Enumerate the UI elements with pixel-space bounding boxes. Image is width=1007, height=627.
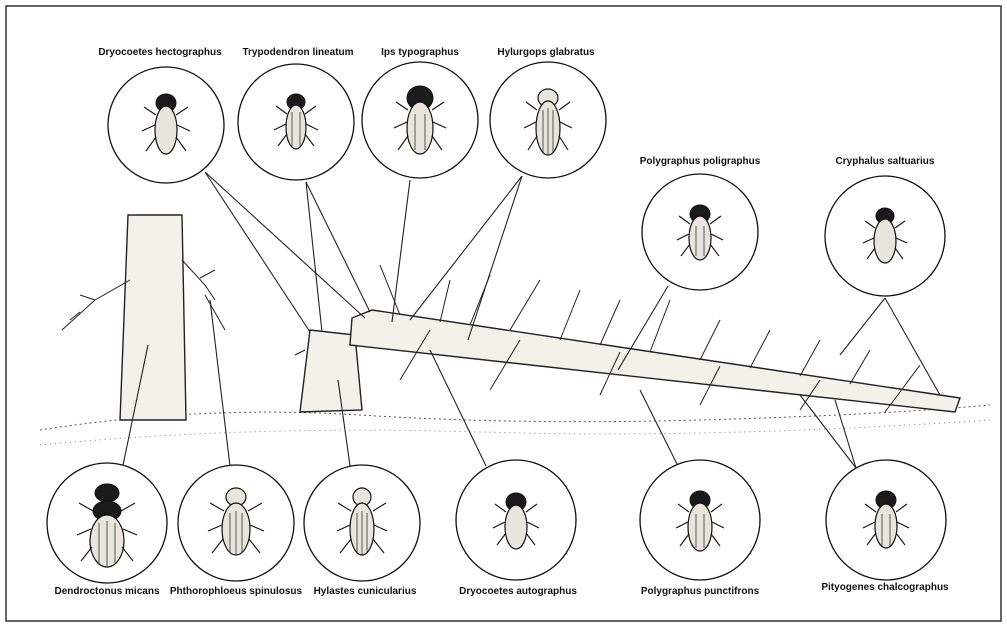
species-dryocoetes-autographus: Dryocoetes autographus [456,460,577,597]
species-label: Phthorophloeus spinulosus [170,586,303,597]
species-label: Pityogenes chalcographus [821,582,949,593]
species-hylastes-cunicularius: Hylastes cunicularius [304,465,420,597]
species-polygraphus-punctifrons: Polygraphus punctifrons [640,460,760,597]
leader-line [410,176,522,320]
species-pityogenes-chalcographus: Pityogenes chalcographus [821,460,949,593]
leader-line [205,172,310,332]
leader-line [306,182,322,332]
species-label: Dendroctonus micans [54,586,159,597]
leader-line [205,172,365,318]
species-label: Dryocoetes autographus [459,586,577,597]
standing-tree [62,215,225,420]
species-cryphalus-saltuarius: Cryphalus saltuarius [825,156,945,296]
species-polygraphus-poligraphus: Polygraphus poligraphus [640,156,761,290]
species-dendroctonus-micans: Dendroctonus micans [47,463,167,597]
species-label: Cryphalus saltuarius [836,156,935,167]
leader-line [210,300,230,466]
leader-line [835,400,856,468]
species-trypodendron-lineatum: Trypodendron lineatum [238,47,354,180]
leader-line [640,390,680,470]
species-label: Trypodendron lineatum [242,47,353,58]
leader-line [840,298,885,355]
leader-line [430,350,486,466]
species-label: Ips typographus [381,47,459,58]
leader-line [392,180,410,322]
leader-line [800,395,856,468]
leader-line [468,176,522,340]
species-label: Polygraphus poligraphus [640,156,761,167]
species-ips-typographus: Ips typographus [362,47,478,178]
species-label: Dryocoetes hectographus [98,47,222,58]
leader-lines [122,172,940,470]
species-phthorophloeus-spinulosus: Phthorophloeus spinulosus [170,465,303,597]
species-label: Hylastes cunicularius [314,586,417,597]
species-label: Polygraphus punctifrons [641,586,760,597]
leader-line [306,182,370,312]
species-hylurgops-glabratus: Hylurgops glabratus [490,47,606,178]
species-label: Hylurgops glabratus [497,47,595,58]
species-dryocoetes-hectographus: Dryocoetes hectographus [98,47,224,183]
leader-line [885,298,940,395]
